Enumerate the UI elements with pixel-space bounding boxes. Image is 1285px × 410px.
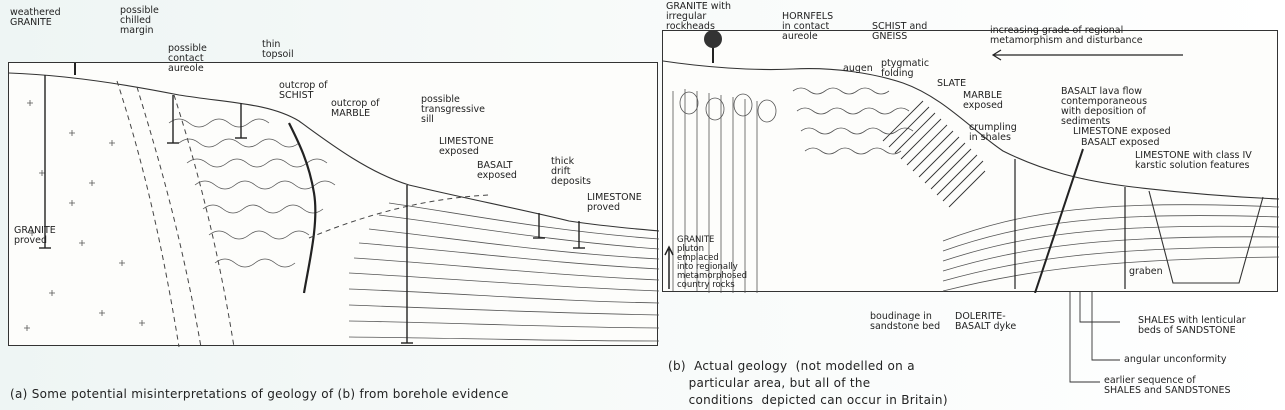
tree-icon bbox=[74, 63, 76, 75]
label-basalt-exposed: BASALT exposed bbox=[477, 160, 517, 181]
panel-a-drawing bbox=[9, 63, 659, 347]
label-schist-gneiss: SCHIST and GNEISS bbox=[872, 21, 928, 42]
slate-hatch bbox=[882, 100, 986, 208]
chilled-margin-line bbox=[136, 86, 202, 347]
ground-surface bbox=[9, 72, 659, 232]
pluton-arrow bbox=[664, 245, 674, 289]
label-granite-pluton: GRANITE pluton emplaced into regionally … bbox=[677, 235, 748, 290]
label-slate: SLATE bbox=[937, 78, 967, 89]
label-hornfels: HORNFELS in contact aureole bbox=[782, 11, 834, 42]
label-outcrop-marble: outcrop of MARBLE bbox=[331, 98, 380, 119]
sedimentary-layers bbox=[942, 204, 1279, 292]
label-dyke: DOLERITE- BASALT dyke bbox=[955, 311, 1017, 332]
aureole-boundary-line bbox=[173, 94, 235, 347]
panel-b-cross-section: augen ptygmatic folding SLATE MARBLE exp… bbox=[662, 30, 1279, 293]
panel-b-drawing bbox=[663, 31, 1279, 293]
grade-arrow bbox=[991, 49, 1183, 61]
granite-pattern bbox=[24, 100, 145, 331]
caption-a: (a) Some potential misinterpretations of… bbox=[10, 387, 509, 401]
label-granite-rockheads: GRANITE with irregular rockheads bbox=[666, 1, 731, 32]
label-ptygmatic: ptygmatic folding bbox=[881, 58, 930, 79]
label-unconformity: angular unconformity bbox=[1124, 354, 1227, 365]
label-boudinage: boudinage in sandstone bed bbox=[870, 311, 941, 332]
label-basalt-exposed: BASALT exposed bbox=[1081, 137, 1160, 148]
granite-pluton bbox=[672, 89, 777, 293]
label-outcrop-schist: outcrop of SCHIST bbox=[279, 80, 328, 101]
label-weathered-granite: weathered GRANITE bbox=[10, 7, 61, 28]
boreholes bbox=[39, 75, 585, 344]
label-limestone-exposed: LIMESTONE exposed bbox=[1073, 126, 1171, 137]
boreholes bbox=[1014, 159, 1126, 289]
label-limestone-proved: LIMESTONE proved bbox=[587, 192, 642, 213]
dolerite-dyke bbox=[1034, 148, 1084, 293]
granite-contact-line bbox=[116, 80, 180, 347]
sedimentary-layers bbox=[348, 202, 659, 342]
label-shales-lenticular: SHALES with lenticular beds of SANDSTONE bbox=[1138, 315, 1246, 336]
panel-a-cross-section: GRANITE proved outcrop of SCHIST outcrop… bbox=[8, 62, 659, 347]
label-marble-exposed: MARBLE exposed bbox=[963, 90, 1003, 111]
ground-surface bbox=[663, 60, 1279, 200]
label-transgressive-sill: possible transgressive sill bbox=[421, 94, 485, 125]
label-chilled-margin: possible chilled margin bbox=[120, 5, 159, 36]
schist-gneiss-folds bbox=[792, 87, 914, 155]
label-limestone-exposed: LIMESTONE exposed bbox=[439, 136, 494, 157]
caption-b: (b) Actual geology (not modelled on a pa… bbox=[668, 359, 948, 407]
label-metamorphism-grade: increasing grade of regional metamorphis… bbox=[990, 25, 1143, 46]
schist-folds bbox=[168, 118, 336, 268]
tree-icon bbox=[704, 31, 722, 63]
label-earlier-sequence: earlier sequence of SHALES and SANDSTONE… bbox=[1104, 375, 1231, 396]
label-limestone-karstic: LIMESTONE with class IV karstic solution… bbox=[1135, 150, 1252, 171]
marble-outcrop bbox=[288, 122, 317, 294]
label-graben: graben bbox=[1129, 266, 1163, 277]
basalt-sill bbox=[308, 194, 490, 239]
label-granite-proved: GRANITE proved bbox=[14, 225, 56, 246]
graben bbox=[1148, 190, 1264, 284]
label-thin-topsoil: thin topsoil bbox=[262, 39, 294, 60]
label-basalt-lava: BASALT lava flow contemporaneous with de… bbox=[1061, 86, 1148, 127]
label-crumpling: crumpling in shales bbox=[969, 122, 1017, 143]
label-drift-deposits: thick drift deposits bbox=[551, 156, 591, 187]
label-contact-aureole: possible contact aureole bbox=[168, 43, 207, 74]
label-augen: augen bbox=[843, 63, 873, 74]
